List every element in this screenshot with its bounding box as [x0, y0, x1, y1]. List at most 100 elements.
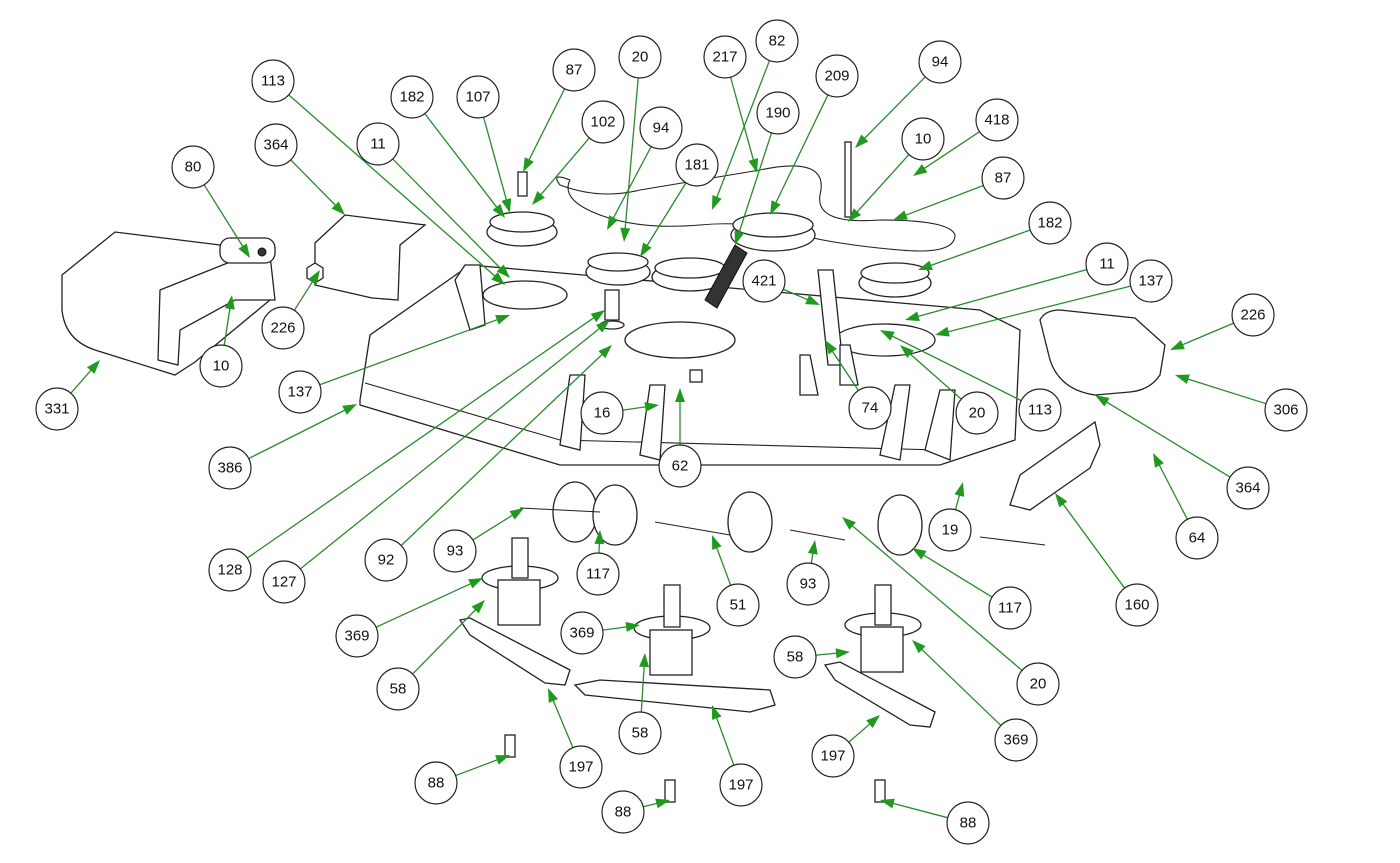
callout-bubble: [811, 734, 855, 778]
leader-line: [927, 229, 1031, 268]
callout-117: 117: [576, 530, 620, 596]
callout-number: 94: [653, 120, 670, 137]
callout-58: 58: [773, 635, 850, 679]
leader-line: [424, 113, 500, 211]
callout-20: 20: [900, 345, 999, 435]
callout-number: 421: [751, 273, 776, 290]
callout-bubble: [1129, 259, 1173, 303]
leader-line: [944, 285, 1131, 334]
leader-line: [920, 552, 993, 598]
callout-number: 62: [672, 458, 689, 475]
callout-number: 369: [344, 628, 369, 645]
callout-bubble: [456, 75, 500, 119]
arrowhead-icon: [1153, 453, 1164, 468]
callout-bubble: [946, 801, 990, 845]
arrowhead-icon: [1095, 395, 1110, 407]
arrowhead-icon: [495, 315, 510, 325]
callout-bubble: [773, 635, 817, 679]
arrowhead-icon: [913, 164, 928, 176]
callout-20: 20: [618, 35, 662, 242]
callout-20: 20: [842, 517, 1060, 706]
leader-line: [920, 131, 980, 171]
leader-line: [319, 317, 501, 386]
leader-line: [482, 117, 508, 204]
leader-line: [472, 512, 516, 541]
callout-number: 137: [1138, 273, 1163, 290]
leader-line: [288, 94, 498, 279]
callout-102: 102: [532, 100, 625, 205]
callout-number: 197: [728, 777, 753, 794]
callout-88: 88: [414, 755, 510, 805]
blades: [458, 617, 936, 728]
leader-line: [737, 132, 773, 236]
callout-10: 10: [848, 117, 945, 222]
arrowhead-icon: [935, 326, 950, 337]
drive-belt: [556, 165, 956, 252]
callout-93: 93: [786, 540, 830, 606]
callout-58: 58: [618, 653, 662, 755]
leader-line: [714, 714, 735, 766]
arrowhead-icon: [770, 200, 781, 215]
callout-10: 10: [199, 295, 243, 388]
callout-number: 306: [1273, 402, 1298, 419]
leader-line: [783, 288, 812, 302]
callout-107: 107: [456, 75, 512, 213]
arrowhead-icon: [734, 230, 745, 245]
leader-line: [223, 304, 232, 346]
leader-line: [714, 60, 771, 201]
callout-bubble: [719, 763, 763, 807]
callout-197: 197: [548, 688, 603, 789]
callout-number: 418: [984, 112, 1009, 129]
arrowhead-icon: [866, 715, 880, 728]
callout-bubble: [560, 611, 604, 655]
arrowhead-icon: [607, 215, 618, 230]
callout-190: 190: [734, 91, 800, 245]
callout-bubble: [815, 54, 859, 98]
arrowhead-icon: [912, 548, 927, 560]
callout-bubble: [251, 59, 295, 103]
arrowhead-icon: [620, 227, 631, 242]
callout-369: 369: [335, 578, 483, 658]
callout-11: 11: [905, 242, 1129, 322]
anti-scalp-wheels: [519, 481, 1046, 556]
callout-bubble: [756, 91, 800, 135]
callout-number: 117: [586, 566, 610, 583]
callout-number: 93: [800, 576, 817, 593]
callout-117: 117: [912, 548, 1032, 630]
callout-421: 421: [742, 259, 820, 305]
callout-182: 182: [918, 201, 1072, 271]
callout-bubble: [901, 117, 945, 161]
callout-number: 51: [730, 597, 747, 614]
callout-number: 217: [712, 49, 737, 66]
callout-bubble: [716, 583, 760, 627]
callout-number: 10: [213, 358, 230, 375]
callout-bubble: [390, 75, 434, 119]
leader-line: [551, 696, 574, 748]
callout-number: 20: [1030, 676, 1047, 693]
callout-87: 87: [893, 156, 1025, 220]
arrowhead-icon: [548, 688, 559, 703]
callout-93: 93: [433, 508, 524, 573]
arrowhead-icon: [342, 404, 357, 415]
leader-line: [1184, 377, 1267, 405]
callout-137: 137: [278, 315, 510, 414]
arrowhead-icon: [675, 388, 685, 402]
callout-127: 127: [262, 320, 610, 604]
callout-bubble: [928, 508, 972, 552]
leader-line: [70, 367, 94, 394]
spindles: [481, 537, 922, 676]
callout-369: 369: [560, 611, 640, 655]
callout-number: 113: [261, 73, 285, 90]
arrowhead-icon: [308, 270, 320, 285]
callout-bubble: [254, 123, 298, 167]
arrowhead-icon: [848, 208, 862, 222]
arrowhead-icon: [501, 198, 512, 213]
arrowhead-icon: [748, 158, 759, 173]
callout-182: 182: [390, 75, 505, 218]
arrowhead-icon: [471, 600, 485, 614]
callout-bubble: [994, 718, 1038, 762]
callout-bubble: [1226, 466, 1270, 510]
callout-226: 226: [261, 270, 320, 350]
